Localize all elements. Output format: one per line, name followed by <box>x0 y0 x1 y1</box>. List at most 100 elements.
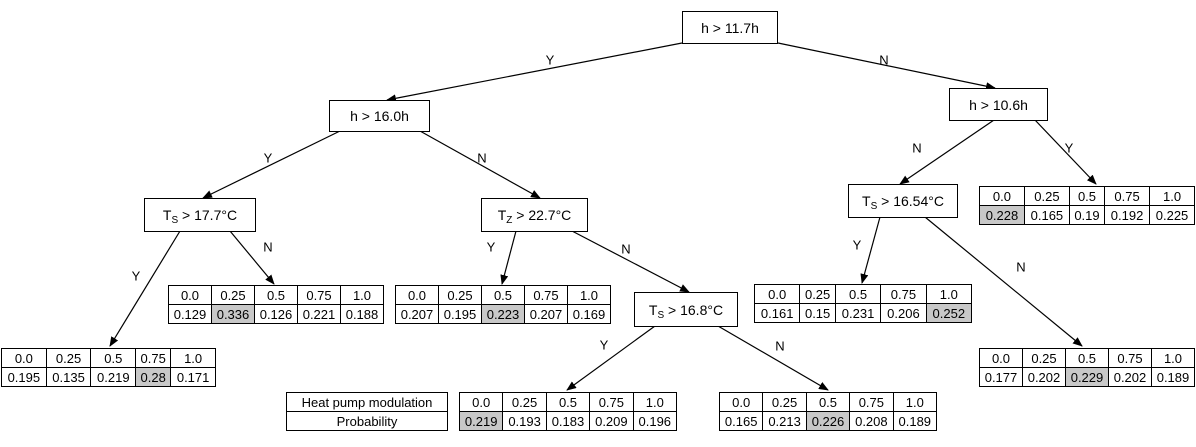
node-ts-16-8-label: TS > 16.8°C <box>648 301 724 321</box>
modulation-level-cell: 1.0 <box>632 392 678 412</box>
edge-label-n6-y: Y <box>852 237 862 253</box>
edge-label-n5-n: N <box>621 241 631 257</box>
probability-cell: 0.225 <box>1149 205 1195 225</box>
modulation-level-cell: 0.0 <box>979 186 1025 206</box>
probability-cell: 0.188 <box>340 304 384 324</box>
edge-n6-leaf6 <box>860 216 881 284</box>
probability-cell: 0.193 <box>502 411 547 431</box>
node-ts-16-54: TS > 16.54°C <box>848 184 958 218</box>
probability-cell: 0.219 <box>90 367 137 387</box>
node-tz-22: TZ > 22.7°C <box>481 198 588 232</box>
node-ts-16-8: TS > 16.8°C <box>634 292 738 327</box>
probability-cell: 0.183 <box>545 411 591 431</box>
probability-cell-max: 0.223 <box>481 304 525 324</box>
edge-label-n1-y: Y <box>545 52 555 68</box>
modulation-level-cell: 0.0 <box>395 285 439 305</box>
probability-cell: 0.169 <box>567 304 611 324</box>
modulation-level-cell: 0.25 <box>211 285 255 305</box>
modulation-level-cell: 0.5 <box>545 392 591 412</box>
modulation-level-cell: 0.75 <box>524 285 568 305</box>
probability-cell: 0.202 <box>1108 367 1152 387</box>
edge-n2-n5 <box>419 130 541 199</box>
modulation-level-cell: 0.25 <box>45 348 92 368</box>
node-h-10: h > 10.6h <box>949 88 1048 121</box>
modulation-level-cell: 1.0 <box>340 285 384 305</box>
probability-cell: 0.135 <box>45 367 92 387</box>
probability-cell: 0.202 <box>1022 367 1066 387</box>
node-ts-17: TS > 17.7°C <box>144 198 256 232</box>
probability-cell: 0.221 <box>297 304 341 324</box>
probability-cell-max: 0.229 <box>1065 367 1109 387</box>
modulation-level-cell: 0.5 <box>254 285 298 305</box>
probability-cell: 0.15 <box>799 303 836 323</box>
probability-cell-max: 0.226 <box>805 411 851 431</box>
probability-cell: 0.165 <box>718 411 764 431</box>
node-root: h > 11.7h <box>682 11 778 44</box>
modulation-level-cell: 0.0 <box>1 348 47 368</box>
legend-row-modulation: Heat pump modulation <box>286 392 448 412</box>
modulation-level-cell: 1.0 <box>170 348 216 368</box>
probability-cell: 0.208 <box>849 411 894 431</box>
probability-cell-max: 0.336 <box>211 304 255 324</box>
probability-cell: 0.171 <box>170 367 216 387</box>
edge-n5-leaf3 <box>500 230 517 285</box>
probability-cell: 0.189 <box>892 411 938 431</box>
edge-n3-n6 <box>899 119 995 185</box>
modulation-level-cell: 1.0 <box>1151 348 1195 368</box>
edge-label-n2-y: Y <box>263 150 273 166</box>
modulation-level-cell: 0.25 <box>438 285 482 305</box>
modulation-level-cell: 0.25 <box>799 284 836 304</box>
probability-cell: 0.126 <box>254 304 298 324</box>
edge-n3-leaf7 <box>1034 119 1097 185</box>
probability-cell: 0.165 <box>1023 205 1070 225</box>
probability-cell: 0.207 <box>524 304 568 324</box>
probability-cell-max: 0.219 <box>458 411 504 431</box>
edge-label-n2-n: N <box>477 150 487 166</box>
legend-table: Heat pump modulation Probability <box>286 392 448 431</box>
modulation-level-cell: 0.75 <box>849 392 894 412</box>
modulation-level-cell: 0.75 <box>880 284 927 304</box>
edge-n7-leaf4 <box>566 325 656 391</box>
probability-cell-max: 0.252 <box>925 303 973 323</box>
modulation-level-cell: 0.5 <box>481 285 525 305</box>
node-ts-17-label: TS > 17.7°C <box>162 207 238 226</box>
edge-n1-n2 <box>386 42 683 103</box>
edge-n7-leaf5 <box>717 325 829 391</box>
modulation-level-cell: 0.5 <box>1065 348 1109 368</box>
probability-cell-max: 0.28 <box>135 367 172 387</box>
probability-cell: 0.195 <box>1 367 47 387</box>
modulation-level-cell: 0.5 <box>1068 186 1106 206</box>
edge-label-n7-y: Y <box>599 337 609 353</box>
edge-label-n5-y: Y <box>486 239 496 255</box>
modulation-level-cell: 0.5 <box>90 348 137 368</box>
node-tz-22-label: TZ > 22.7°C <box>497 207 572 226</box>
probability-cell: 0.195 <box>438 304 482 324</box>
node-h-10-label: h > 10.6h <box>969 96 1028 113</box>
modulation-level-cell: 0.0 <box>718 392 764 412</box>
edge-label-n6-n: N <box>1016 259 1026 275</box>
probability-cell: 0.189 <box>1151 367 1195 387</box>
edge-n4-leaf2 <box>229 230 275 285</box>
edge-label-n7-n: N <box>775 338 785 354</box>
modulation-level-cell: 0.25 <box>1023 186 1070 206</box>
edge-label-n4-n: N <box>263 239 273 255</box>
modulation-level-cell: 0.5 <box>834 284 882 304</box>
modulation-level-cell: 0.5 <box>805 392 851 412</box>
modulation-level-cell: 1.0 <box>892 392 938 412</box>
